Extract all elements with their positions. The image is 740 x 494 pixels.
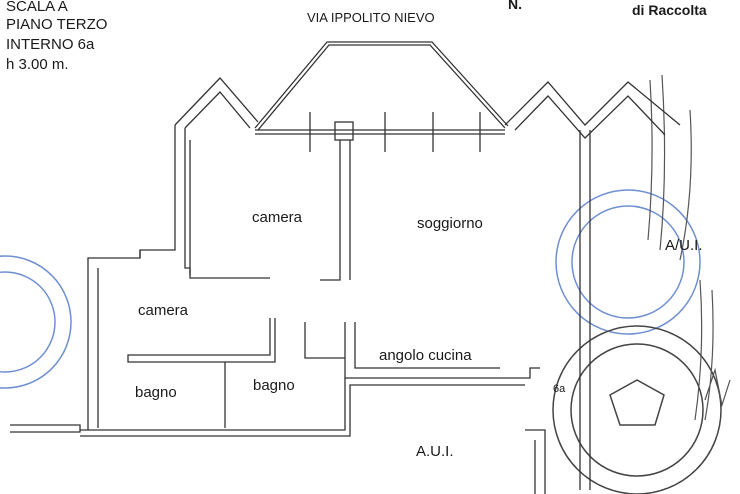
room-label-angolo-cucina: angolo cucina <box>379 347 472 364</box>
room-label-bagno-1: bagno <box>135 384 177 401</box>
room-label-soggiorno: soggiorno <box>417 215 483 232</box>
registry-prefix: N. <box>508 0 522 12</box>
header-line-piano: PIANO TERZO <box>6 16 108 33</box>
aui-label-right: A/U.I. <box>665 237 703 254</box>
header-line-height: h 3.00 m. <box>6 56 69 73</box>
aui-label-bottom: A.U.I. <box>416 443 454 460</box>
room-label-camera-1: camera <box>252 209 303 226</box>
stamp-black <box>552 325 722 494</box>
walls <box>10 41 681 494</box>
registry-suffix: di Raccolta <box>632 2 707 18</box>
street-label: VIA IPPOLITO NIEVO <box>307 10 435 25</box>
header-line-interno: INTERNO 6a <box>6 36 95 53</box>
header-line-scala: SCALA A <box>6 0 68 15</box>
room-label-camera-2: camera <box>138 302 189 319</box>
signature <box>647 74 731 421</box>
unit-label: 6a <box>553 383 566 395</box>
room-label-bagno-2: bagno <box>253 377 295 394</box>
stamp-blue <box>0 189 701 389</box>
